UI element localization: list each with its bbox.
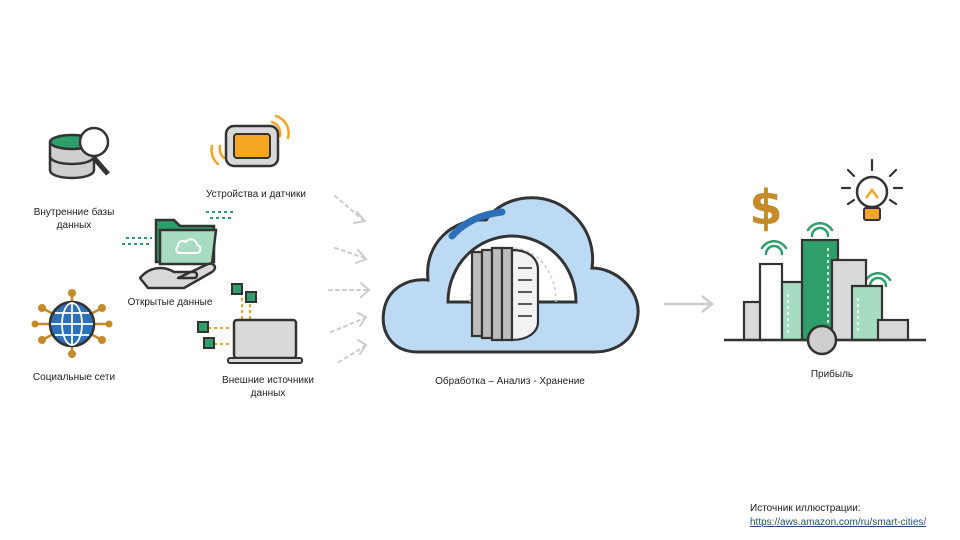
cloud-server-icon [381,196,640,354]
processing-label: Обработка – Анализ - Хранение [435,376,585,387]
open-data-label: Открытые данные [127,297,213,308]
profit-label: Прибыль [810,369,854,380]
laptop-network-icon [197,283,303,364]
source-link[interactable]: https://aws.amazon.com/ru/smart-cities/ [750,517,927,528]
internal-db-label: Внутренние базы данных [33,207,115,231]
source-note: Источник иллюстрации: https://aws.amazon… [750,502,926,530]
devices-label: Устройства и датчики [206,189,306,200]
dotted-arrows [328,195,371,363]
city-profit-icon: $ [724,158,926,356]
globe-network-icon [31,289,113,358]
source-caption: Источник иллюстрации: [750,503,861,514]
svg-text:$: $ [749,180,782,236]
database-search-icon [48,126,110,180]
wireless-device-icon [210,114,290,168]
social-label: Социальные сети [32,372,116,383]
arrow-right-icon [664,295,715,313]
external-label: Внешние источники данных [222,375,314,399]
folder-hand-icon [122,211,236,290]
